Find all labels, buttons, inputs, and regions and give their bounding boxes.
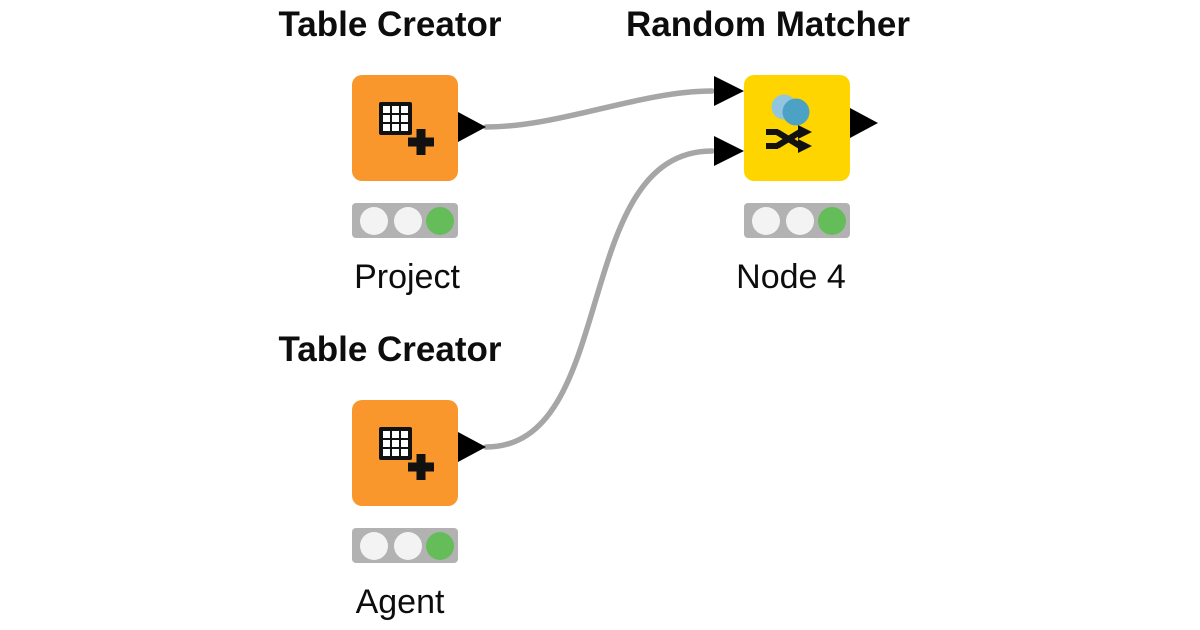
status-lamp-yellow-off	[786, 206, 814, 235]
random-matcher-icon	[766, 94, 812, 153]
node-type-title: Table Creator	[278, 5, 502, 44]
table-creator-icon	[379, 102, 434, 155]
status-lamp-red-off	[360, 531, 388, 560]
table-creator-project-node[interactable]	[352, 75, 458, 181]
table-creator-agent-output-port[interactable]	[458, 432, 486, 462]
status-traffic-light	[352, 203, 458, 238]
node-name-label[interactable]: Agent	[355, 583, 445, 621]
status-lamp-yellow-off	[394, 531, 422, 560]
table-creator-icon	[379, 427, 434, 480]
table-creator-agent-node[interactable]	[352, 400, 458, 506]
node-type-title: Random Matcher	[626, 5, 910, 44]
status-lamp-yellow-off	[394, 206, 422, 235]
status-lamp-green-on	[818, 206, 846, 235]
node-name-label[interactable]: Node 4	[736, 258, 846, 296]
random-matcher-input-port-1[interactable]	[714, 76, 744, 106]
table-creator-project-output-port[interactable]	[458, 112, 486, 142]
status-lamp-green-on	[426, 206, 454, 235]
node-type-title: Table Creator	[278, 330, 502, 369]
status-lamp-red-off	[752, 206, 780, 235]
status-lamp-green-on	[426, 531, 454, 560]
connection-project-to-node4[interactable]	[483, 88, 715, 130]
node-name-label[interactable]: Project	[354, 258, 460, 296]
connection-agent-to-node4[interactable]	[483, 148, 715, 450]
random-matcher-node[interactable]	[744, 75, 850, 181]
status-lamp-red-off	[360, 206, 388, 235]
random-matcher-output-port[interactable]	[850, 108, 878, 138]
status-traffic-light	[744, 203, 850, 238]
random-matcher-input-port-2[interactable]	[714, 136, 744, 166]
status-traffic-light	[352, 528, 458, 563]
